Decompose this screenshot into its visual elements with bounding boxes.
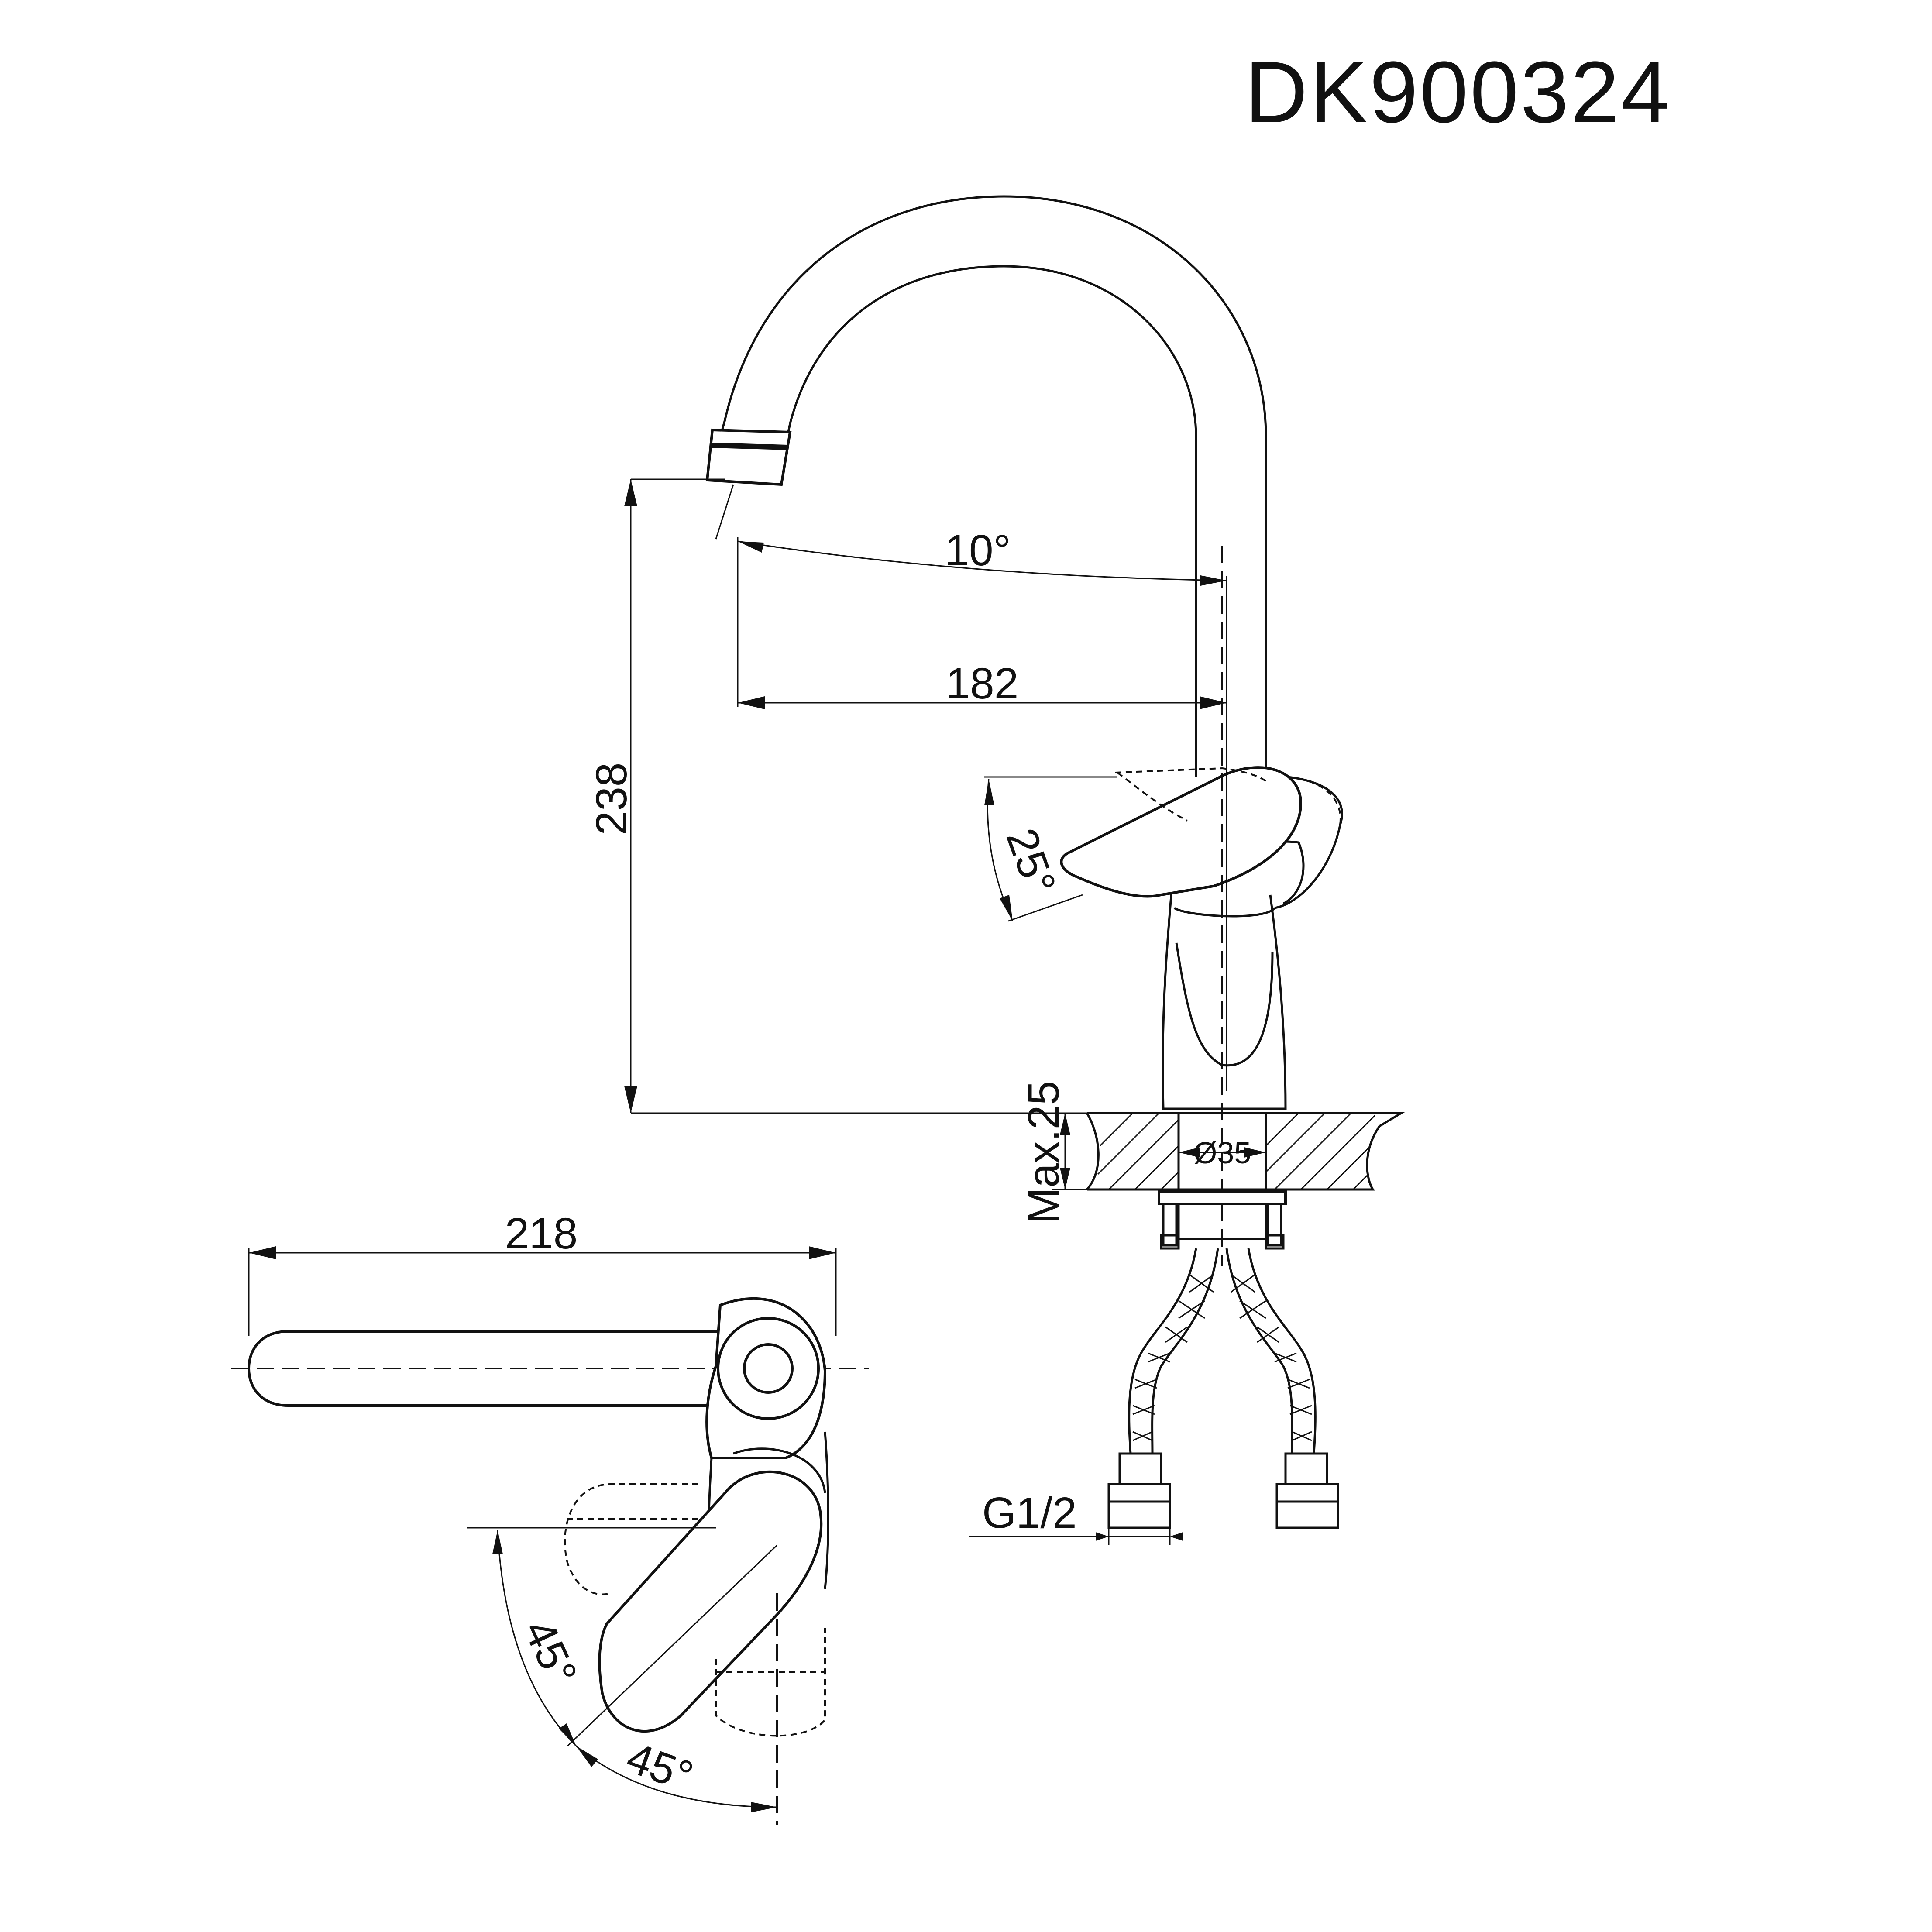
top-view: 218 45° 45° xyxy=(231,1209,869,1825)
lever-side xyxy=(1060,766,1303,898)
spout-angle-dimension: 10° xyxy=(715,484,1227,586)
flexible-hoses xyxy=(1107,1248,1339,1529)
height-label: 238 xyxy=(587,763,636,835)
lever-length-label: 218 xyxy=(505,1209,578,1258)
aerator xyxy=(705,428,792,486)
rotation-right-label: 45° xyxy=(620,1733,699,1801)
max-deck-dimension: Max.25 xyxy=(1019,1081,1087,1224)
connection-dimension: G1/2 xyxy=(969,1489,1183,1545)
spout-angle-label: 10° xyxy=(945,526,1011,575)
height-dimension: 238 xyxy=(587,478,1135,1114)
rotation-left-label: 45° xyxy=(514,1612,586,1692)
mounting-nut xyxy=(1158,1190,1287,1250)
connection-label: G1/2 xyxy=(982,1489,1077,1537)
spout xyxy=(705,195,1267,786)
countertop-section: Ø35 xyxy=(1086,1112,1406,1191)
model-number: DK900324 xyxy=(1244,44,1671,141)
max-deck-label: Max.25 xyxy=(1019,1081,1068,1224)
reach-dimension: 182 xyxy=(737,537,1227,1091)
reach-label: 182 xyxy=(946,659,1019,708)
lever-tilt-label: 25° xyxy=(997,822,1065,901)
